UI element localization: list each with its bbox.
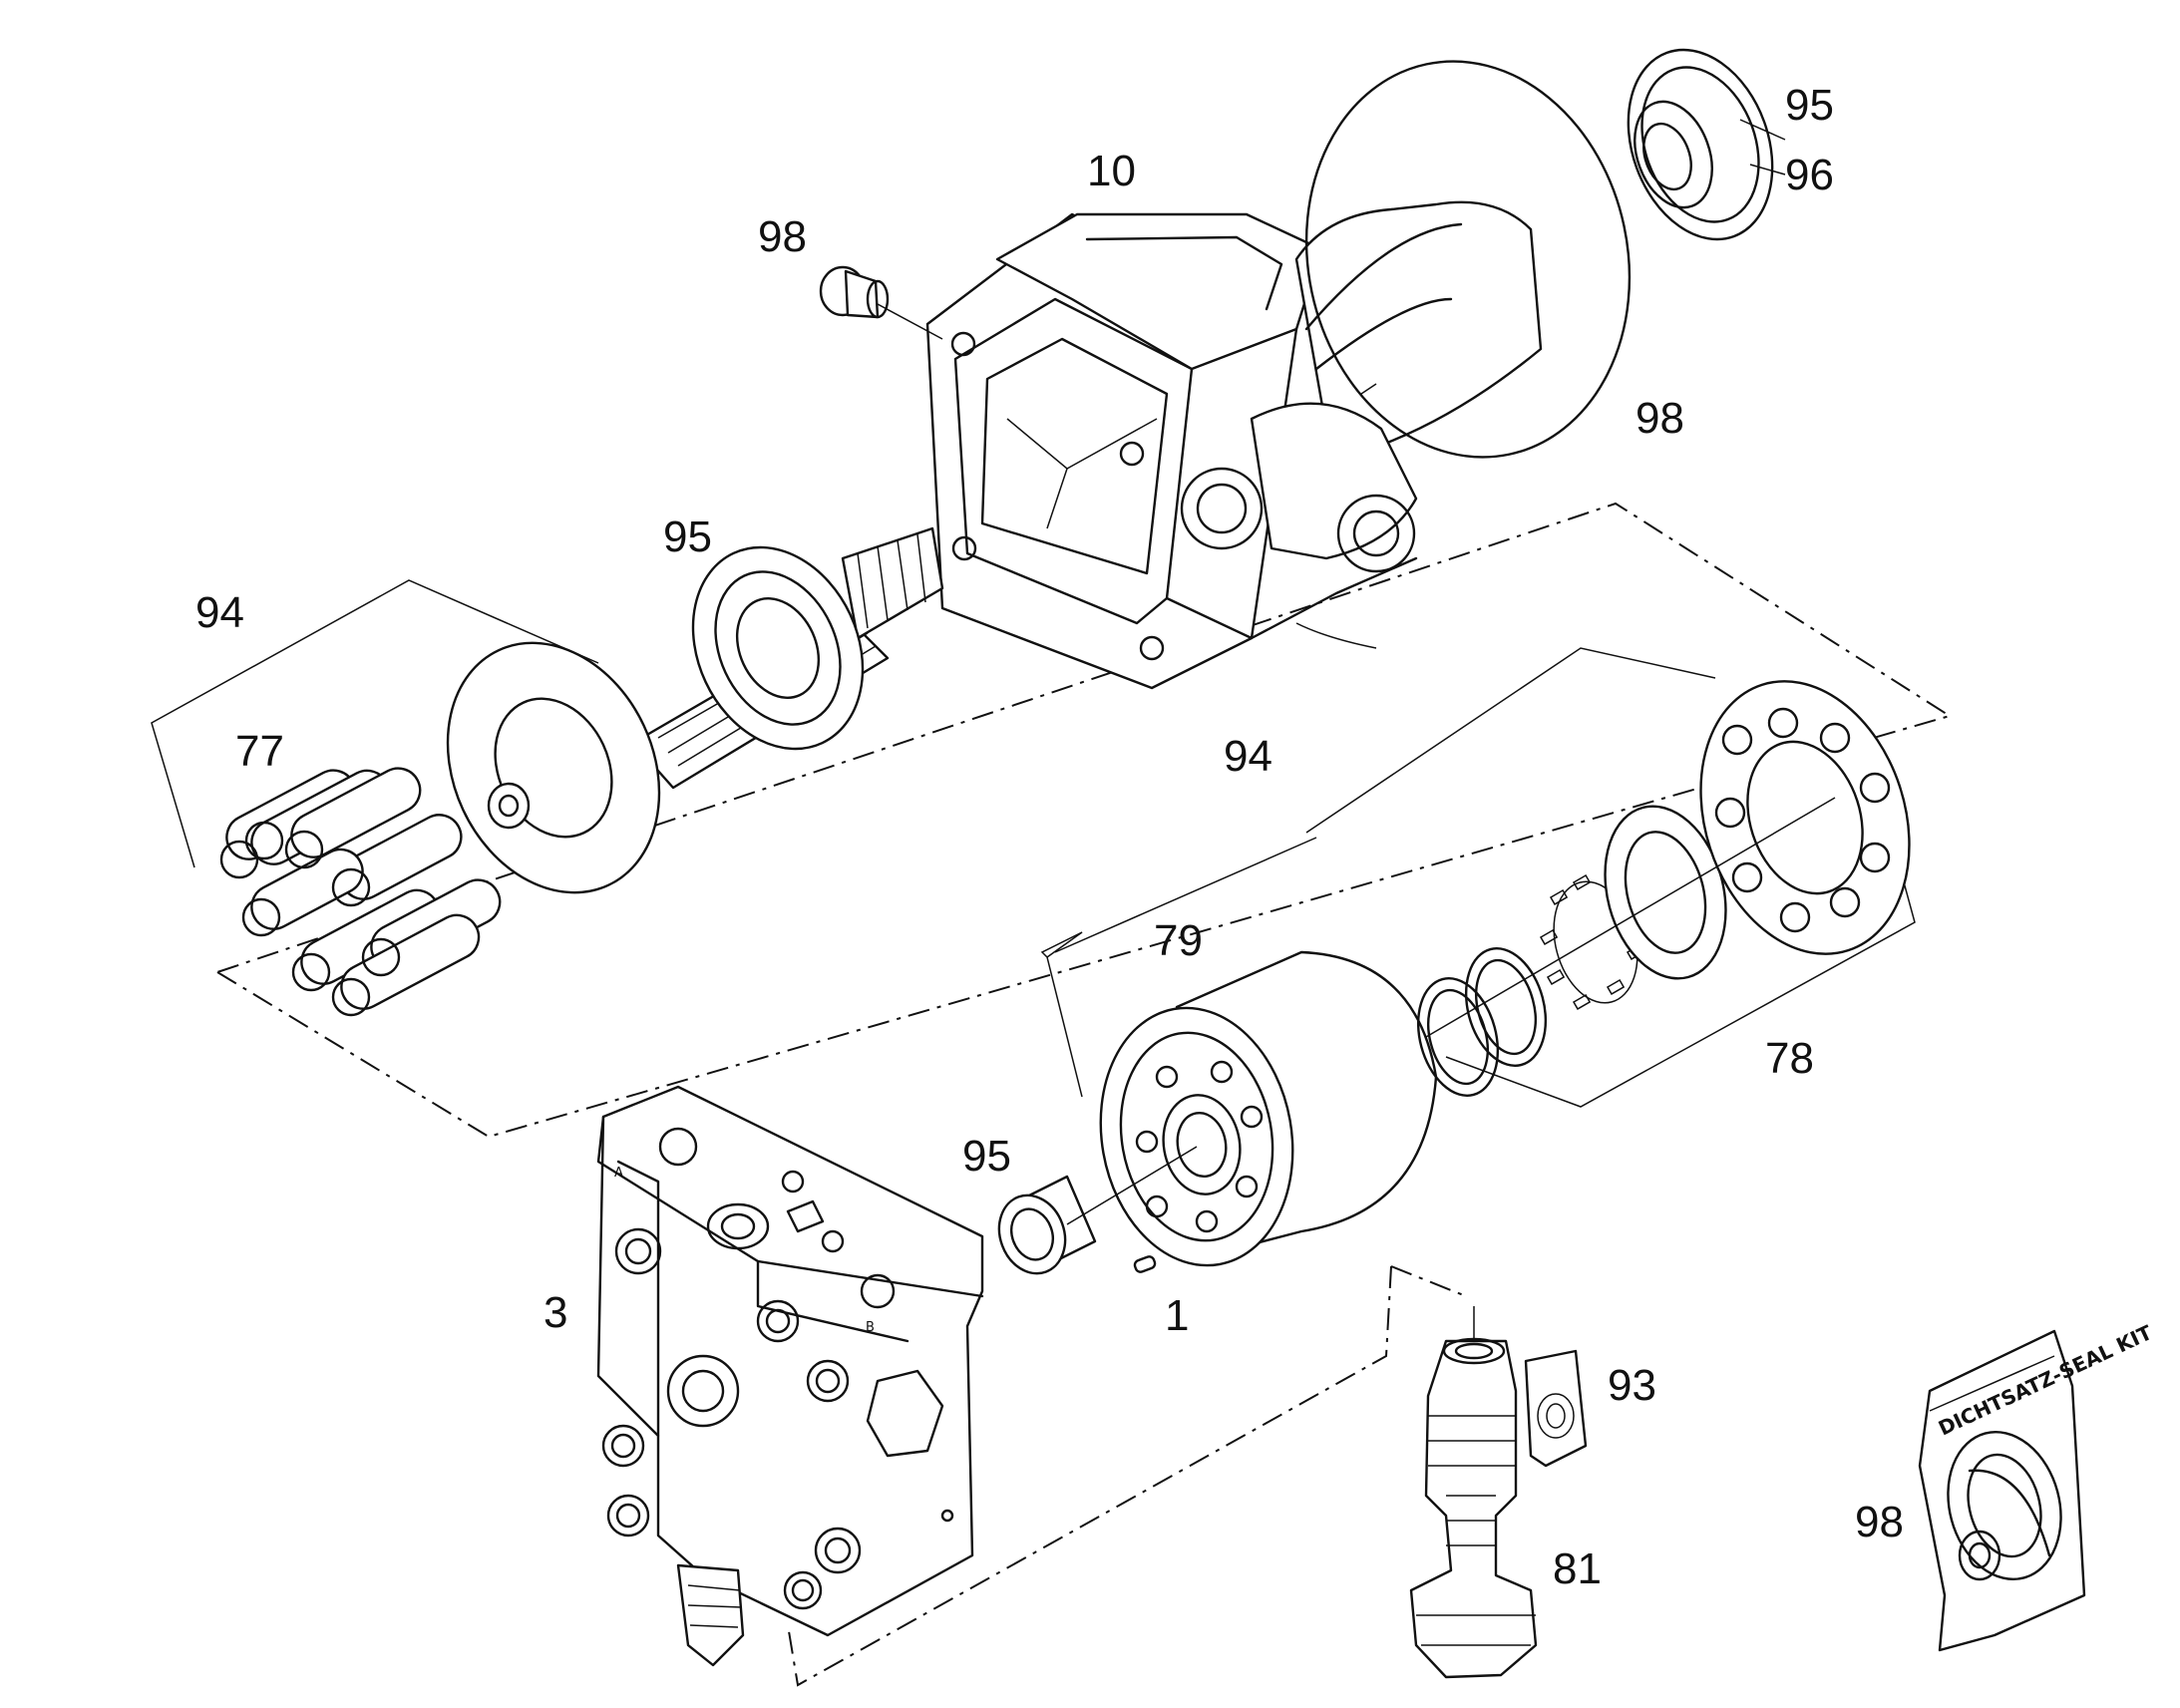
callout-98-o-ring: 98	[1635, 394, 1684, 443]
callout-94-middle: 94	[1224, 732, 1272, 781]
callout-95-shaft-seal: 95	[1785, 81, 1834, 130]
plug-fitting	[819, 265, 890, 319]
port-mark-b: B	[866, 1320, 875, 1335]
o-ring-large	[1304, 60, 1632, 459]
shaft-seal	[1627, 48, 1774, 241]
callout-81-valve: 81	[1553, 1544, 1602, 1593]
callout-95-needle-bearing: 95	[962, 1132, 1011, 1181]
motor-housing	[925, 200, 1543, 690]
callout-93: 93	[1608, 1361, 1656, 1410]
bracket-94-mid	[1046, 647, 1716, 958]
retainer-plate	[1699, 680, 1911, 955]
bracket-94-left	[151, 579, 599, 868]
port-mark-a: A	[614, 1166, 623, 1181]
leader-lines	[877, 119, 1786, 395]
callout-98-plug: 98	[758, 212, 807, 261]
washer-set	[1416, 947, 1548, 1097]
bracket-79	[1040, 837, 1317, 1098]
small-seal-bag	[1524, 1349, 1588, 1468]
callout-78: 78	[1765, 1034, 1814, 1083]
valve-cartridge	[1409, 1306, 1538, 1679]
assembly-boundary-lower	[787, 1265, 1467, 1687]
callout-79-cylinder: 79	[1154, 916, 1203, 965]
callout-98-seal-kit: 98	[1855, 1498, 1904, 1546]
seal-kit-bag: DICHTSATZ-SEAL KIT	[1918, 1320, 2156, 1652]
pistons	[219, 767, 502, 1017]
bracket-78	[1445, 866, 1916, 1108]
drive-shaft	[446, 526, 944, 894]
port-block	[596, 1085, 984, 1667]
callout-94-left: 94	[195, 588, 244, 637]
callout-3-port-block: 3	[544, 1288, 568, 1337]
needle-bearing	[997, 1175, 1097, 1275]
callout-10-housing: 10	[1087, 147, 1136, 195]
callout-95-bearing: 95	[663, 512, 712, 561]
callout-77-pistons: 77	[235, 727, 284, 776]
callout-96: 96	[1785, 151, 1834, 199]
cylinder-block	[1099, 950, 1438, 1267]
pin	[1133, 1255, 1157, 1273]
callout-1-pin: 1	[1165, 1291, 1190, 1340]
